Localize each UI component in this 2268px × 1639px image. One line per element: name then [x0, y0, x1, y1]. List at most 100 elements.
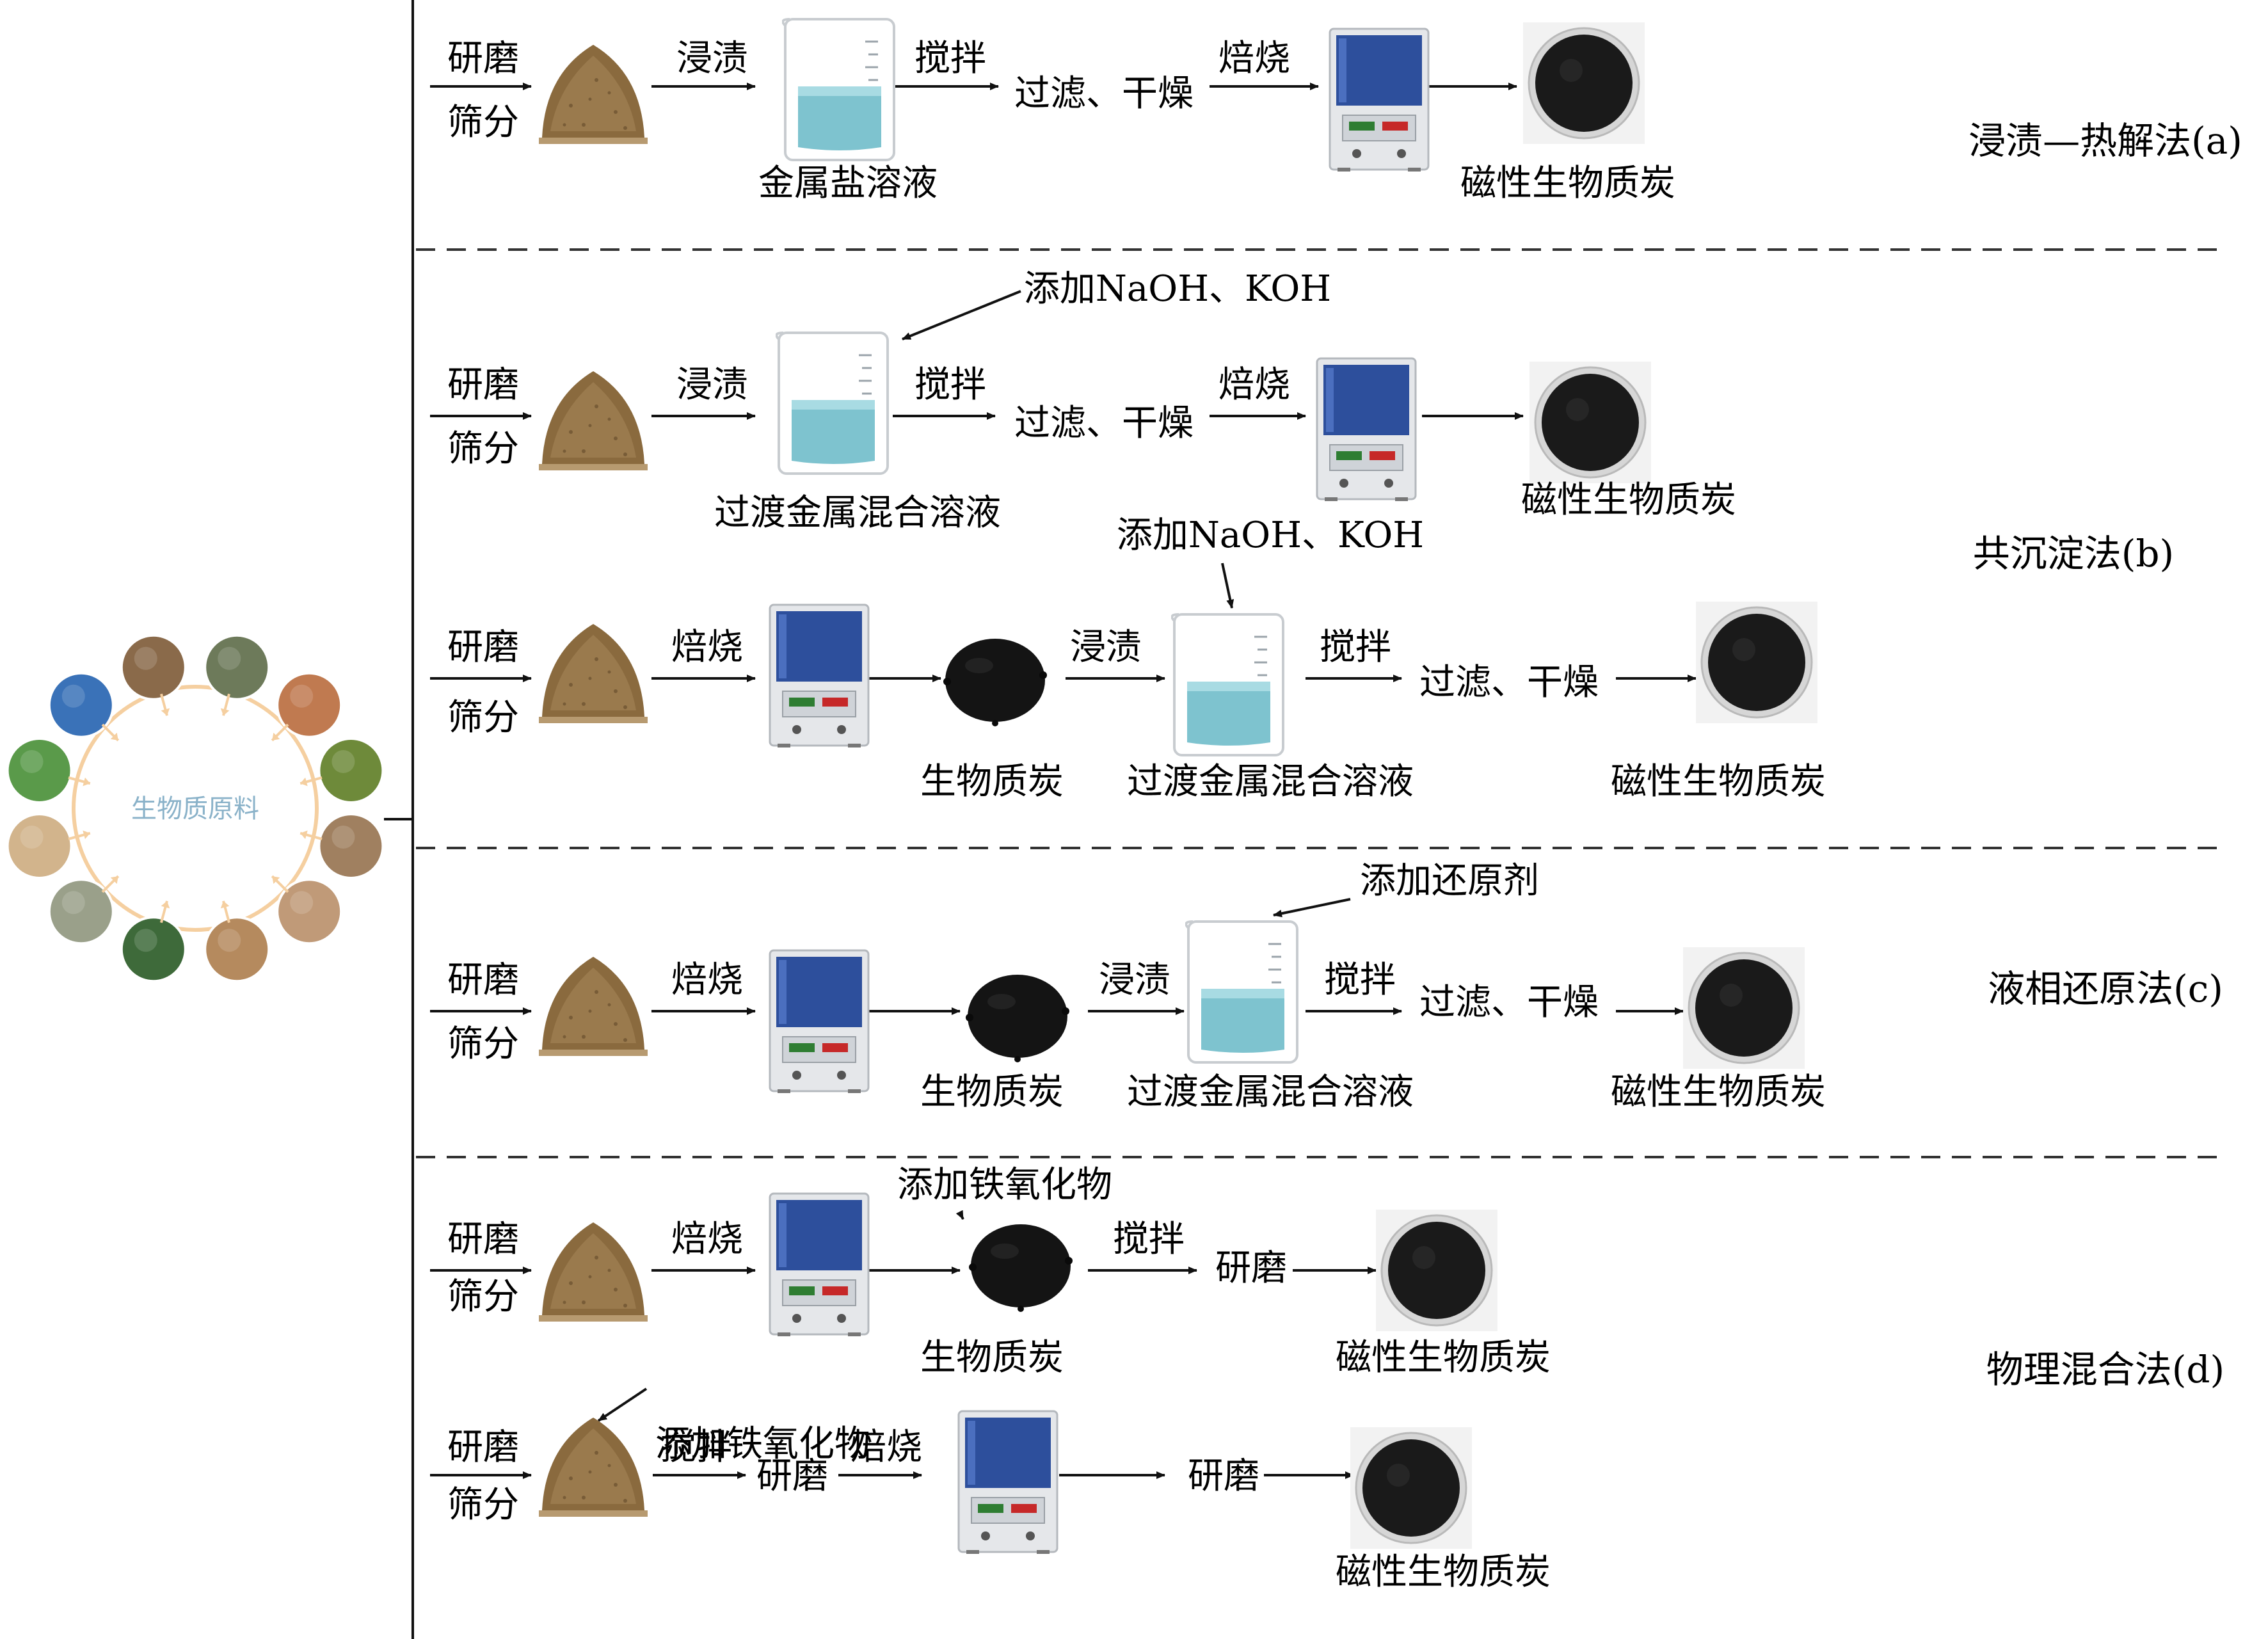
- label-stir: 搅拌: [1113, 1219, 1185, 1260]
- label-metal-salt-solution: 金属盐溶液: [758, 163, 938, 204]
- label-sieve: 筛分: [447, 102, 519, 143]
- method-label-a: 浸渍—热解法(a): [1969, 119, 2242, 163]
- magnetic-biochar-dish-image: [1523, 22, 1645, 144]
- label-grind: 研磨: [447, 38, 519, 79]
- label-filter-dry: 过滤、干燥: [1419, 982, 1599, 1023]
- muffle-furnace-image: [959, 1411, 1057, 1554]
- raw-material-thumb: [122, 636, 186, 700]
- label-roast: 焙烧: [671, 959, 743, 1001]
- label-roast: 焙烧: [1218, 38, 1290, 79]
- biomass-powder-image: [539, 1418, 648, 1517]
- label-stir: 搅拌: [1320, 627, 1391, 668]
- beaker-image: [783, 19, 894, 160]
- raw-material-thumb: [8, 814, 72, 878]
- label-sieve: 筛分: [447, 428, 519, 470]
- label-magnetic-biochar: 磁性生物质炭: [1336, 1551, 1551, 1593]
- label-grind: 研磨: [447, 627, 519, 668]
- beaker-image: [1172, 614, 1283, 755]
- magnetic-biochar-dish-image: [1350, 1427, 1472, 1549]
- label-sieve: 筛分: [447, 1023, 519, 1065]
- label-filter-dry: 过滤、干燥: [1419, 662, 1599, 703]
- label-magnetic-biochar: 磁性生物质炭: [1336, 1337, 1551, 1379]
- label-transition-metal-solution: 过渡金属混合溶液: [714, 492, 1001, 534]
- process-labels: 研磨筛分浸渍搅拌过滤、干燥焙烧金属盐溶液磁性生物质炭浸渍—热解法(a)研磨筛分浸…: [447, 38, 2242, 1593]
- label-additive-base: 添加NaOH、KOH: [1024, 268, 1331, 310]
- label-impregnate: 浸渍: [676, 364, 748, 406]
- raw-material-thumb: [319, 739, 383, 803]
- additive-arrow: [1274, 899, 1350, 915]
- label-sieve: 筛分: [447, 1484, 519, 1526]
- label-magnetic-biochar: 磁性生物质炭: [1521, 479, 1736, 521]
- raw-material-label: 生物质原料: [131, 794, 259, 824]
- muffle-furnace-image: [1330, 29, 1428, 172]
- biomass-powder-image: [539, 371, 648, 470]
- label-stir: 搅拌: [1324, 959, 1396, 1001]
- label-grind: 研磨: [447, 1427, 519, 1468]
- additive-arrow: [902, 291, 1021, 339]
- magnetic-biochar-dish-image: [1529, 362, 1651, 483]
- label-roast: 焙烧: [1218, 364, 1290, 406]
- beaker-image: [1186, 922, 1297, 1062]
- raw-material-thumb: [319, 814, 383, 878]
- raw-material-thumb: [277, 673, 341, 737]
- method-label-c: 液相还原法(c): [1988, 967, 2223, 1011]
- label-roast: 焙烧: [850, 1427, 922, 1468]
- raw-material-thumb: [277, 879, 341, 943]
- biochar-pile-image: [943, 639, 1047, 726]
- biomass-powder-image: [539, 1222, 648, 1322]
- biomass-powder-image: [539, 957, 648, 1056]
- label-additive-base: 添加NaOH、KOH: [1117, 515, 1424, 556]
- label-stir: 搅拌: [660, 1427, 732, 1468]
- additive-arrow: [598, 1389, 646, 1421]
- raw-material-wheel: 生物质原料: [8, 636, 383, 981]
- label-roast: 焙烧: [671, 1219, 743, 1260]
- biochar-pile-image: [969, 1224, 1073, 1312]
- muffle-furnace-image: [770, 950, 868, 1093]
- label-grind: 研磨: [447, 959, 519, 1001]
- method-label-b: 共沉淀法(b): [1973, 532, 2174, 575]
- label-grind: 研磨: [447, 364, 519, 406]
- label-roast: 焙烧: [671, 627, 743, 668]
- label-additive-iron-oxide: 添加铁氧化物: [897, 1164, 1112, 1206]
- label-biochar: 生物质炭: [920, 761, 1064, 803]
- label-magnetic-biochar: 磁性生物质炭: [1611, 761, 1826, 803]
- label-grind: 研磨: [1188, 1455, 1259, 1497]
- biochar-pile-image: [966, 975, 1069, 1062]
- biomass-powder-image: [539, 45, 648, 144]
- label-biochar: 生物质炭: [920, 1071, 1064, 1113]
- raw-material-thumb: [205, 636, 269, 700]
- label-sieve: 筛分: [447, 1276, 519, 1318]
- muffle-furnace-image: [770, 605, 868, 748]
- label-sieve: 筛分: [447, 697, 519, 739]
- additive-arrow: [1222, 563, 1232, 608]
- label-biochar: 生物质炭: [920, 1337, 1064, 1379]
- magnetic-biochar-dish-image: [1683, 947, 1805, 1069]
- label-grind: 研磨: [1215, 1247, 1287, 1289]
- label-grind: 研磨: [447, 1219, 519, 1260]
- label-additive-reductant: 添加还原剂: [1360, 860, 1539, 902]
- raw-material-thumb: [8, 739, 72, 803]
- label-stir: 搅拌: [914, 38, 986, 79]
- label-impregnate: 浸渍: [676, 38, 748, 79]
- frame-lines: [384, 0, 2227, 1639]
- label-magnetic-biochar: 磁性生物质炭: [1611, 1071, 1826, 1113]
- label-impregnate: 浸渍: [1099, 959, 1170, 1001]
- label-transition-metal-solution: 过渡金属混合溶液: [1127, 1071, 1414, 1113]
- muffle-furnace-image: [1317, 358, 1416, 501]
- magnetic-biochar-dish-image: [1696, 602, 1817, 723]
- label-filter-dry: 过滤、干燥: [1014, 403, 1194, 444]
- label-filter-dry: 过滤、干燥: [1014, 73, 1194, 115]
- label-stir: 搅拌: [914, 364, 986, 406]
- biomass-powder-image: [539, 624, 648, 723]
- magnetic-biochar-dish-image: [1376, 1210, 1497, 1331]
- label-magnetic-biochar: 磁性生物质炭: [1460, 163, 1675, 204]
- label-grind: 研磨: [756, 1455, 828, 1497]
- method-label-d: 物理混合法(d): [1986, 1348, 2224, 1391]
- label-impregnate: 浸渍: [1070, 627, 1142, 668]
- muffle-furnace-image: [770, 1194, 868, 1336]
- beaker-image: [776, 333, 888, 474]
- additive-arrow: [960, 1213, 963, 1219]
- raw-material-thumb: [122, 917, 186, 981]
- raw-material-thumb: [205, 917, 269, 981]
